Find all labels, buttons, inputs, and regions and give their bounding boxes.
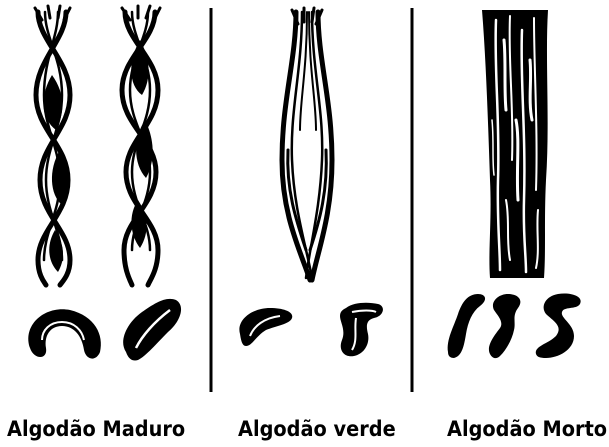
- caption-dead-cotton: Algodão Morto: [447, 417, 607, 441]
- immature-cross-section-1: [239, 308, 292, 346]
- mature-fiber-1: [35, 6, 70, 285]
- caption-mature-cotton: Algodão Maduro: [7, 417, 185, 441]
- mature-fiber-2: [122, 6, 160, 285]
- dead-cross-section-2: [489, 294, 520, 358]
- dead-fiber: [482, 10, 548, 278]
- caption-green-cotton: Algodão verde: [238, 417, 396, 441]
- dead-cross-section-1: [448, 294, 485, 358]
- immature-cross-section-2: [340, 303, 383, 357]
- immature-fiber: [282, 8, 332, 280]
- mature-cross-section-1: [28, 309, 101, 358]
- dead-cross-section-3: [536, 293, 581, 358]
- mature-cross-section-2: [123, 299, 181, 361]
